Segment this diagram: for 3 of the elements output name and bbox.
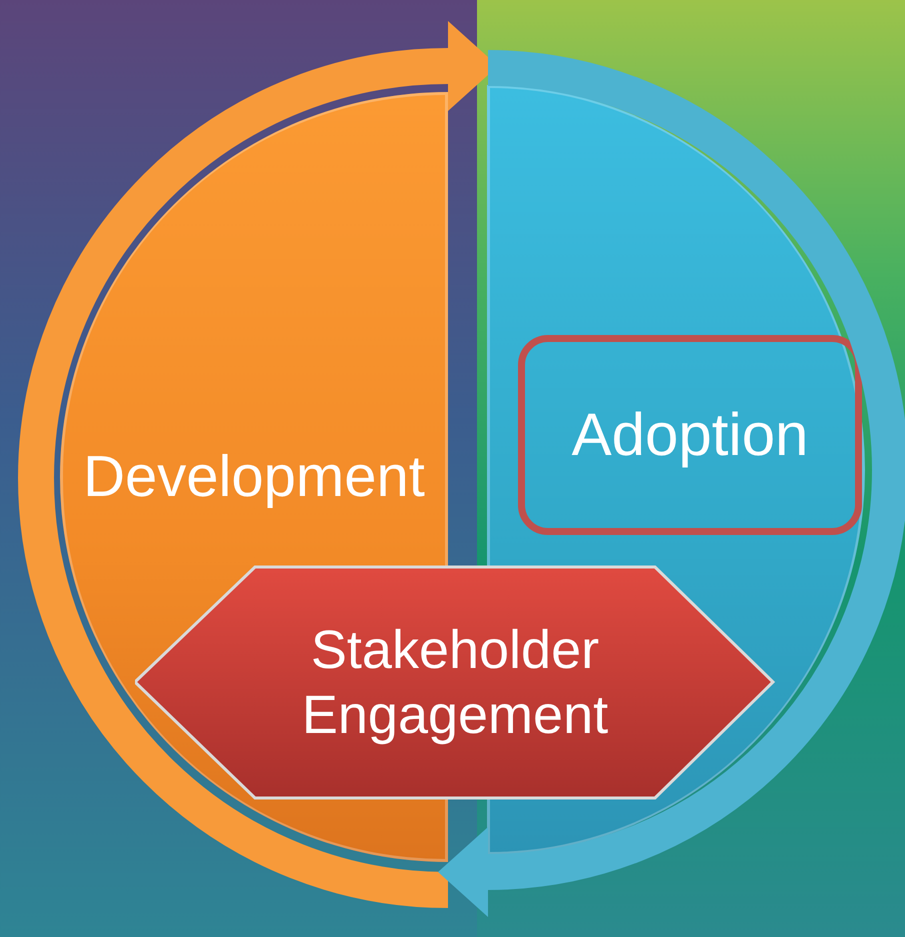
node-label: Development: [83, 443, 425, 512]
node-label: Adoption: [572, 400, 808, 470]
node-label: Stakeholder Engagement: [300, 618, 610, 746]
